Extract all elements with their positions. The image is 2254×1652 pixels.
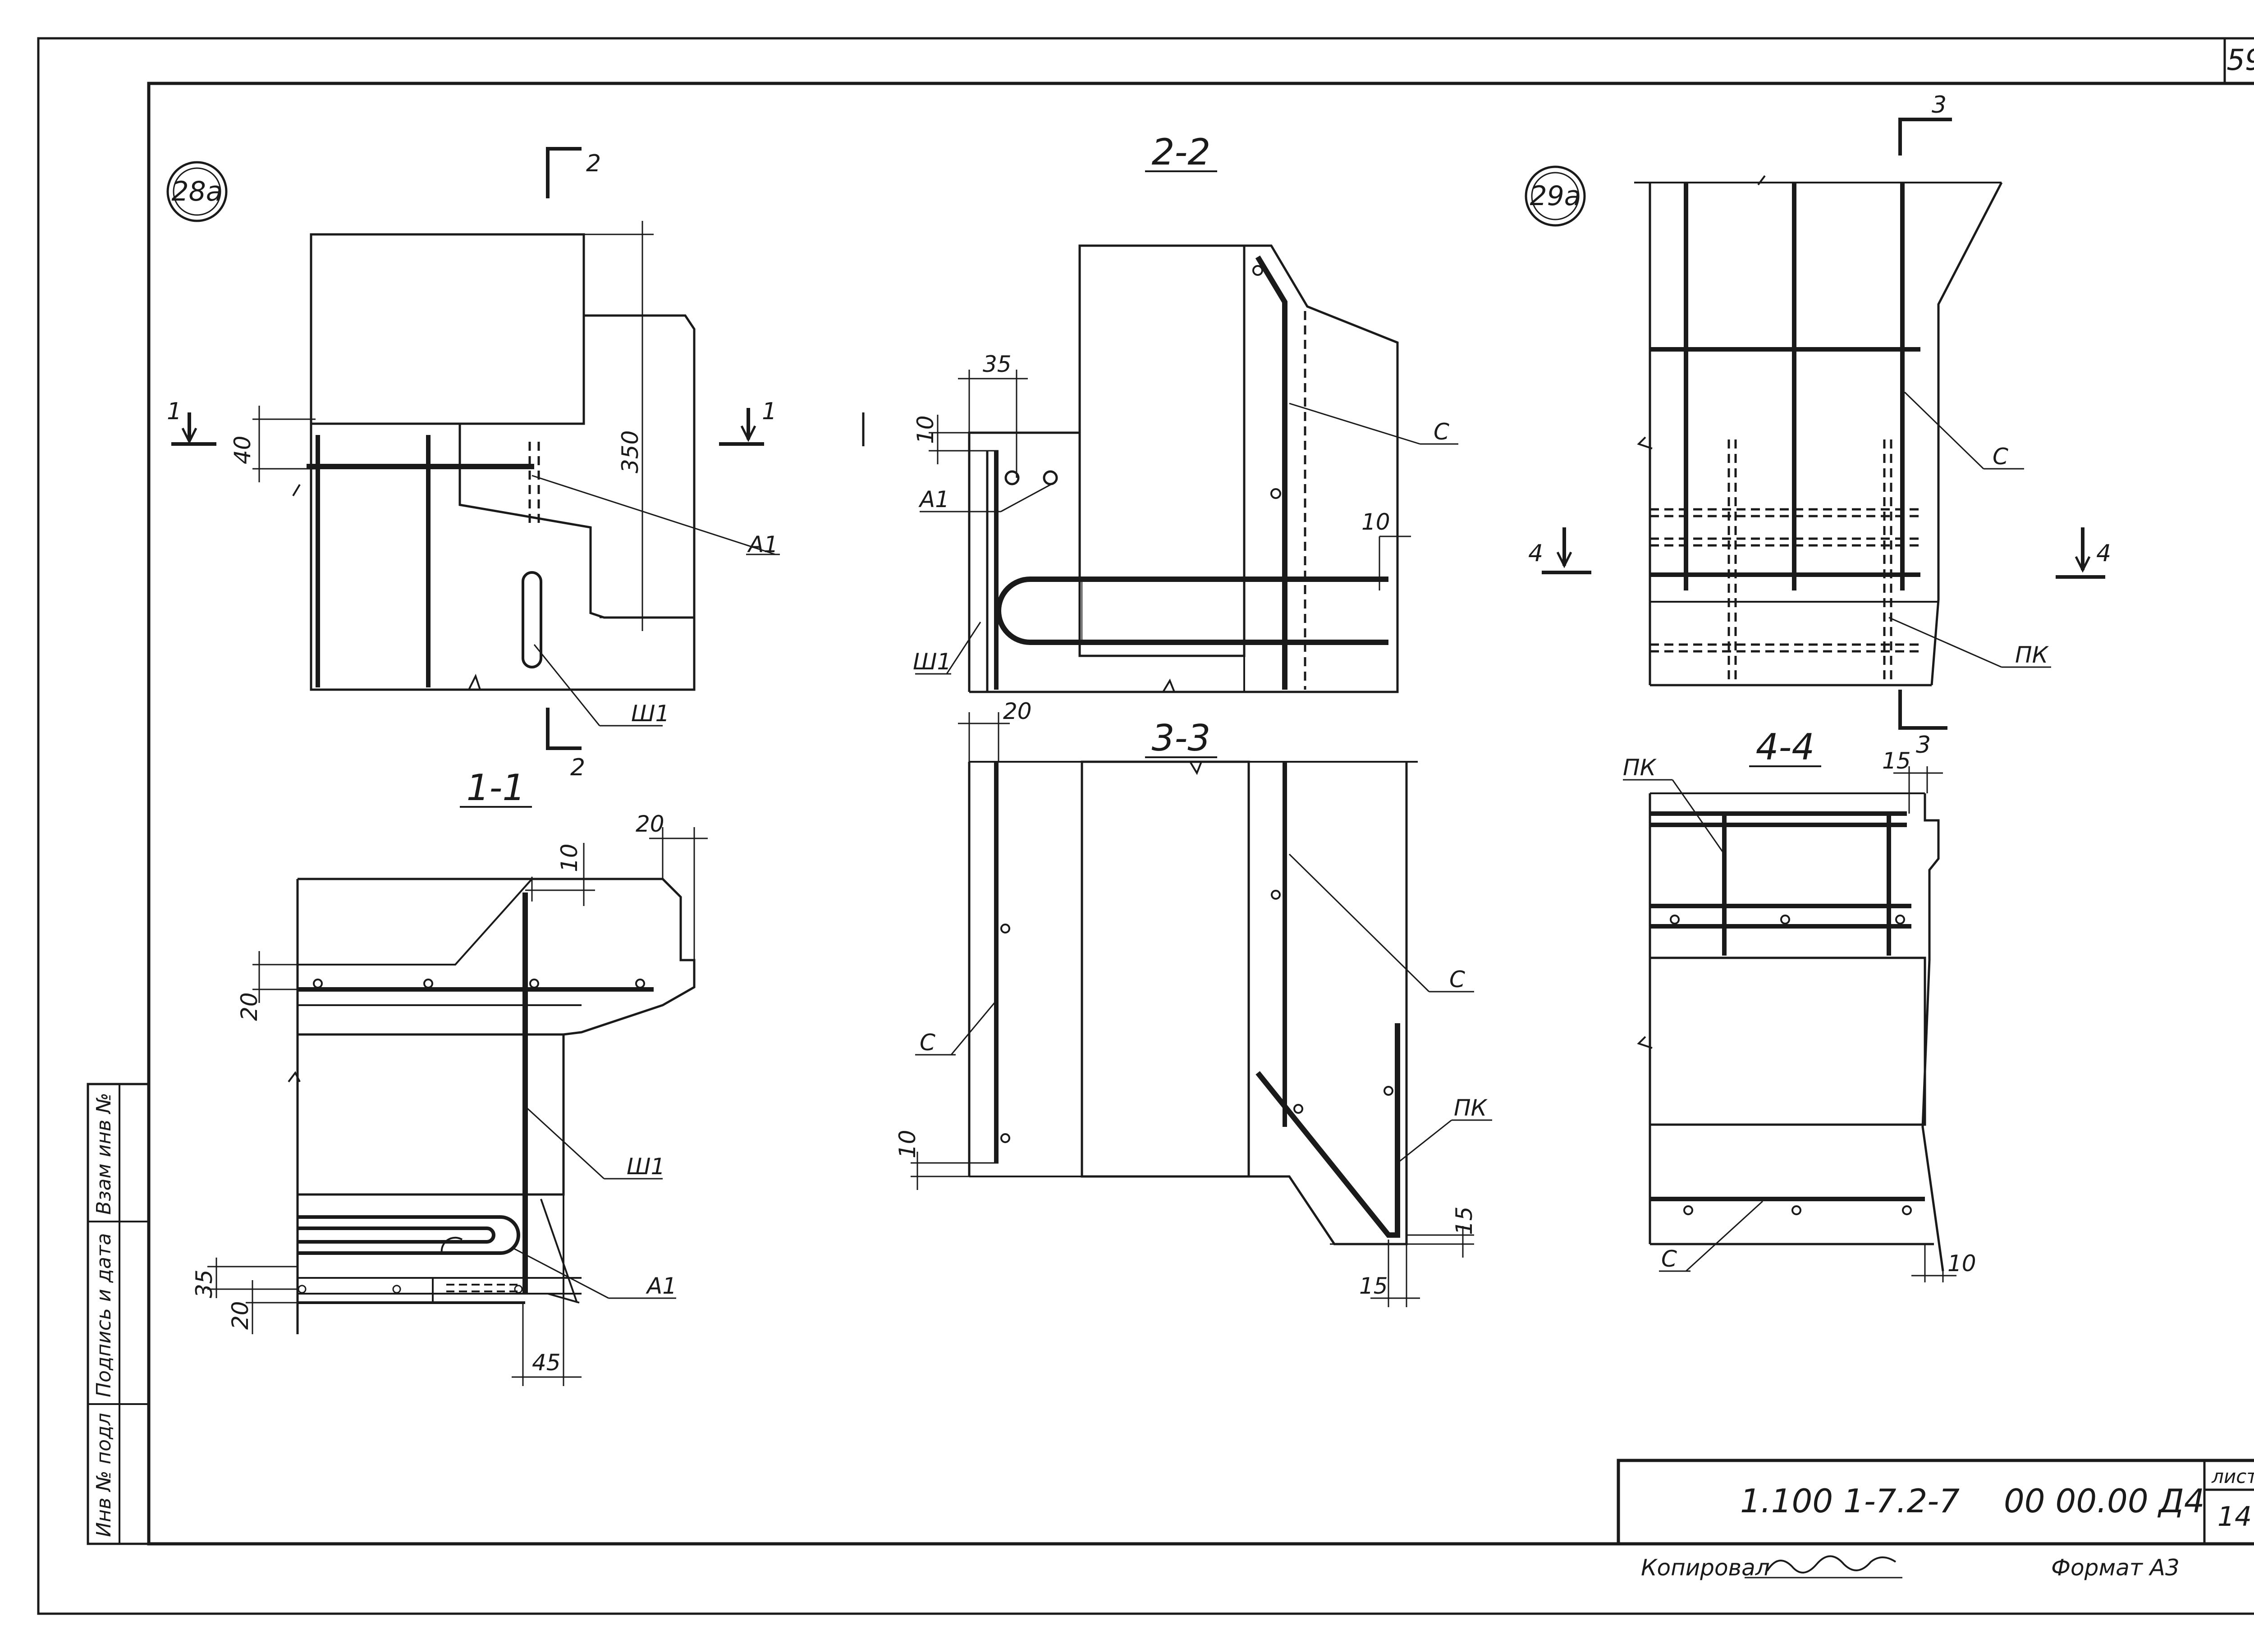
section-2-2: 2-2 35 10 10 А1 Ш1 С <box>862 131 1458 693</box>
label-pk: ПК <box>1454 1095 1488 1121</box>
dim-20: 20 <box>1003 698 1032 724</box>
dim-35: 35 <box>983 351 1012 377</box>
node-29a: 29а 3 3 4 4 С ПК <box>1525 92 2111 759</box>
label-pk: ПК <box>1623 755 1657 781</box>
cut-mark-2-bottom <box>546 708 582 750</box>
label-c-left: С <box>920 1030 935 1056</box>
insulation-block <box>1078 244 1246 657</box>
section-title-1-1: 1-1 <box>467 767 526 809</box>
stamp-inv-no: Инв № подл <box>92 1413 115 1537</box>
node-badge-28a <box>166 161 228 222</box>
side-stamp: Инв № подл Подпись и дата Взам инв № <box>87 1083 150 1545</box>
dim-40: 40 <box>229 435 256 464</box>
section-4-4: 4-4 15 10 ПК С <box>1623 726 1976 1282</box>
section-title-3-3: 3-3 <box>1152 717 1211 759</box>
list-value: 14 <box>2217 1501 2252 1533</box>
cut-1-right-label: 1 <box>762 398 777 425</box>
cut-2-bottom-label: 2 <box>570 754 585 781</box>
dim-10: 10 <box>1947 1250 1976 1277</box>
dim-20-bottom: 20 <box>227 1301 253 1330</box>
cut-mark-1-right <box>719 408 764 446</box>
section-title-2-2: 2-2 <box>1152 131 1211 173</box>
loop-sh1 <box>996 577 1388 645</box>
concrete-outline <box>1249 762 1408 1245</box>
concrete-outline <box>310 314 696 691</box>
cut-mark-3-top <box>1898 118 1952 156</box>
dim-20-left: 20 <box>236 992 262 1021</box>
label-sh1: Ш1 <box>913 649 951 675</box>
cut-mark-1-left <box>171 412 216 446</box>
dim-10: 10 <box>894 1130 921 1158</box>
cut-1-left-label: 1 <box>167 398 182 425</box>
label-c: С <box>1434 419 1449 445</box>
outline-right <box>1930 182 2003 686</box>
designation: 1.100 1-7.2-7 <box>1740 1482 1960 1520</box>
insulation-block <box>1649 956 1926 1126</box>
loop-a1 <box>298 1215 520 1255</box>
cut-mark-4-left <box>1542 527 1591 574</box>
cut-4-left-label: 4 <box>1528 540 1543 567</box>
title-block: 1.100 1-7.2-7 00 00.00 Д4 лист 14 Копиро… <box>1617 1459 2254 1581</box>
cut-3-bottom-label: 3 <box>1916 732 1931 759</box>
dim-15-right: 15 <box>1451 1206 1477 1235</box>
dim-20-top: 20 <box>636 811 664 837</box>
dim-35: 35 <box>191 1269 217 1298</box>
cut-4-right-label: 4 <box>2096 540 2111 567</box>
section-3-3: 3-3 20 10 15 15 С С ПК <box>894 698 1492 1307</box>
stamp-replaced-inv: Взам инв № <box>92 1093 115 1215</box>
page-number-box <box>2223 37 2254 85</box>
rebar-c <box>1255 255 1287 690</box>
section-title-4-4: 4-4 <box>1756 726 1815 768</box>
slab-outline <box>298 878 696 1036</box>
label-a1: А1 <box>646 1273 677 1299</box>
dim-350-lines <box>584 221 654 631</box>
dim-10-right: 10 <box>1361 509 1390 535</box>
cut-mark-3-bottom <box>1898 690 1947 730</box>
label-c: С <box>1661 1246 1677 1272</box>
dim-45: 45 <box>532 1350 561 1376</box>
node-28a: 28а 2 2 1 1 40 350 А1 Ш1 <box>166 147 780 781</box>
dim-10-left: 10 <box>912 415 939 444</box>
cut-mark-2-top <box>546 147 582 198</box>
cut-mark-4-right <box>2056 527 2105 579</box>
sheet-frame: 59 <box>37 37 2254 1615</box>
label-a1: А1 <box>918 486 949 513</box>
sheet-format: Формат А3 <box>2051 1555 2180 1581</box>
page-number: 59 <box>2227 44 2254 77</box>
insulation-block <box>310 233 585 425</box>
label-sh1: Ш1 <box>627 1153 665 1180</box>
label-a1: А1 <box>747 531 778 558</box>
label-c: С <box>1993 444 2008 470</box>
cut-2-top-label: 2 <box>586 150 601 177</box>
copied-signature <box>1766 1555 1897 1574</box>
rebar-pk <box>1255 1023 1400 1238</box>
hidden-bar <box>528 442 540 523</box>
node-badge-29a <box>1525 165 1586 227</box>
section-1-1: 1-1 20 10 20 35 20 <box>191 767 708 1386</box>
document-code: 00 00.00 Д4 <box>2004 1482 2205 1520</box>
copied-by: Копировал <box>1641 1555 1770 1581</box>
cut-3-top-label: 3 <box>1932 92 1947 119</box>
list-label: лист <box>2211 1465 2254 1487</box>
label-sh1: Ш1 <box>631 700 669 727</box>
loop-sh1 <box>522 571 542 668</box>
dim-15-bottom: 15 <box>1359 1273 1388 1299</box>
label-pk: ПК <box>2015 642 2049 668</box>
dim-350: 350 <box>617 430 643 473</box>
insulation-block <box>1081 760 1250 1178</box>
label-c-right: С <box>1449 966 1465 993</box>
node-badge-label: 28а <box>171 176 222 207</box>
concrete-outline <box>968 244 1399 693</box>
dim-10: 10 <box>556 843 582 872</box>
stamp-signature-date: Подпись и дата <box>92 1233 115 1397</box>
dim-40-lines <box>252 406 316 482</box>
node-badge-label: 29а <box>1530 180 1581 212</box>
dim-15: 15 <box>1882 748 1911 774</box>
